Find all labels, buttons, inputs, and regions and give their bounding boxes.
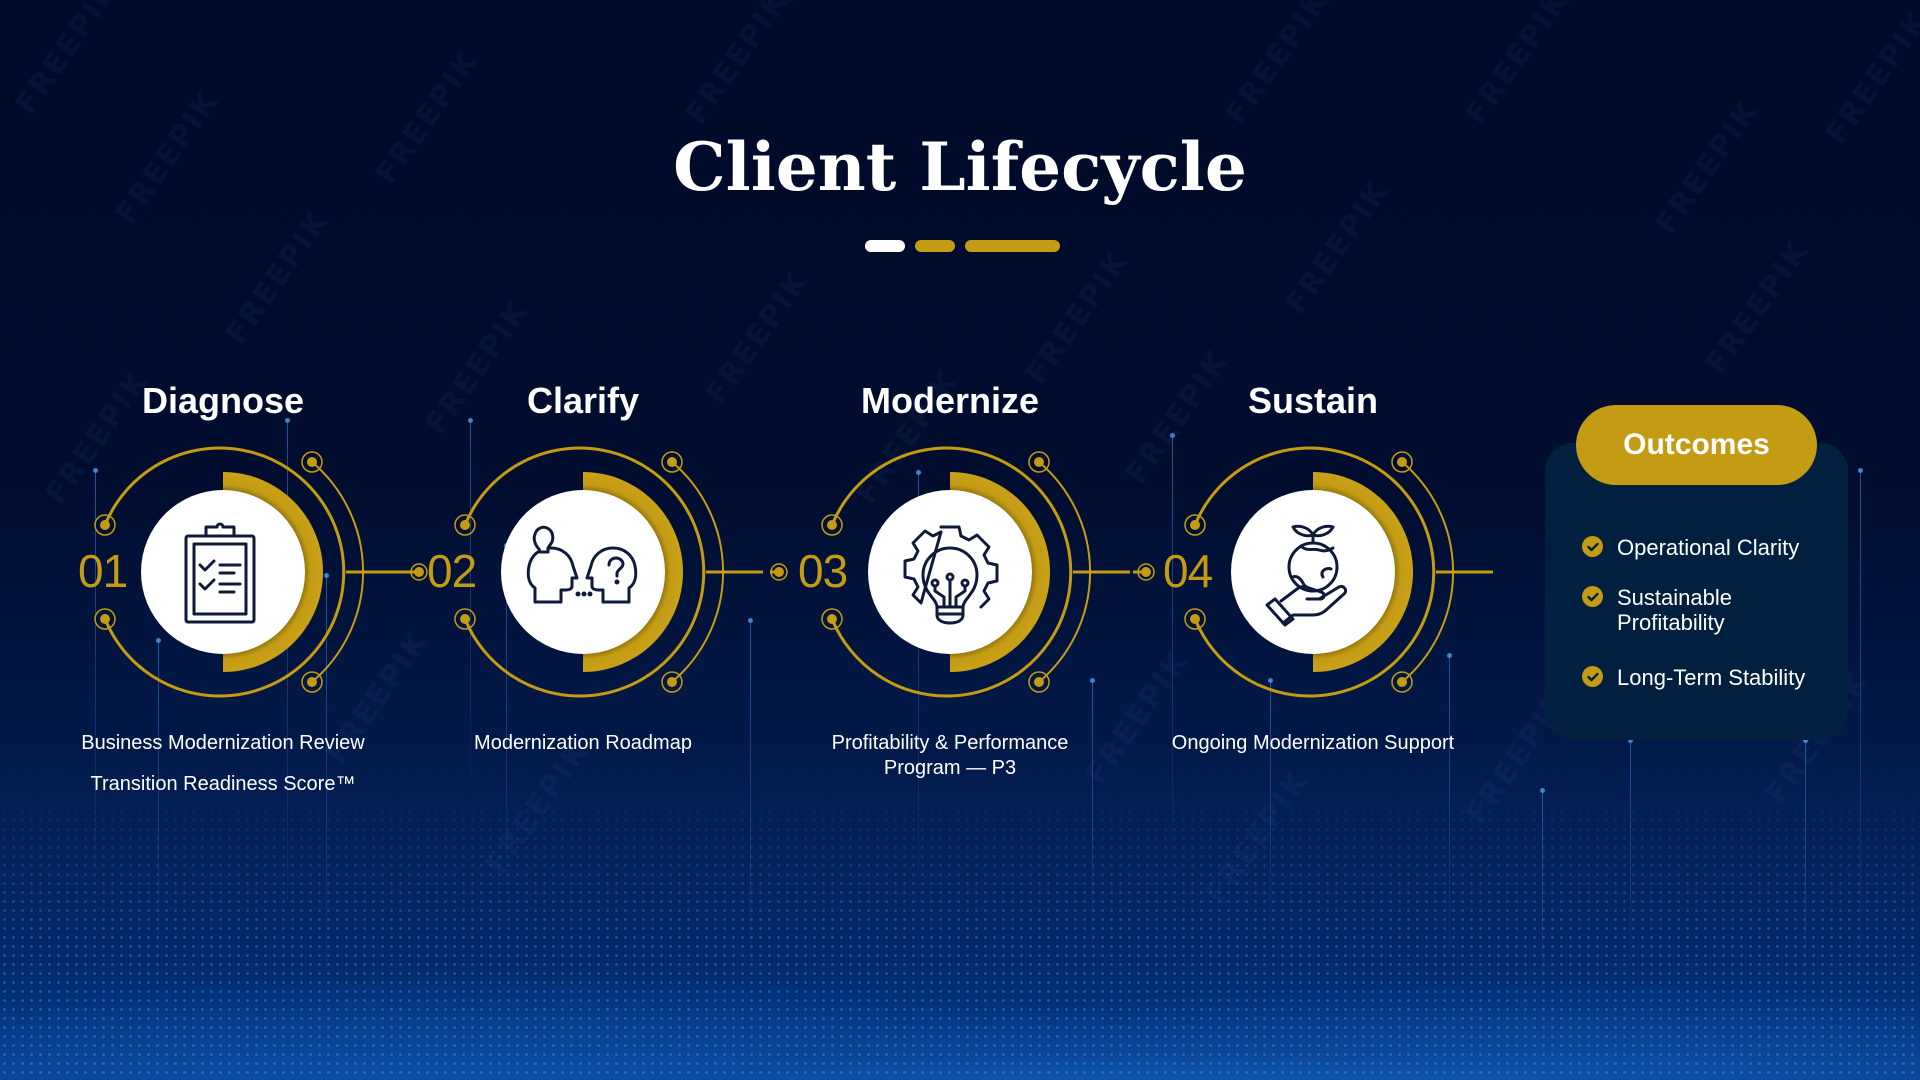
outcome-item: Operational Clarity [1582, 535, 1827, 560]
outcome-item: Long-Term Stability [1582, 665, 1827, 690]
step-ring-graphic [770, 446, 1130, 698]
step-number: 03 [798, 545, 848, 597]
step-heading: Modernize [860, 380, 1039, 421]
background-light-line [1540, 788, 1545, 990]
step-description: Business Modernization Review Transition… [43, 731, 403, 797]
step-ring-graphic [403, 446, 763, 698]
step-heading: Diagnose [141, 380, 305, 421]
title-accent-bars [865, 240, 1060, 252]
hand-holding-globe-sprout-icon [1265, 524, 1347, 627]
title-accent-bar-white [865, 240, 905, 252]
step-description: Modernization Roadmap [403, 731, 763, 756]
outcome-label: Operational Clarity [1617, 535, 1800, 560]
background-light-line [1858, 468, 1863, 970]
title-accent-bar-gold-long [965, 240, 1060, 252]
step-modernize: Modernize 03 Profitability & P [770, 0, 1130, 1080]
slide-title: Client Lifecycle [673, 128, 1247, 206]
step-description-line: Modernization Roadmap [474, 732, 692, 754]
gear-lightbulb-icon [903, 525, 999, 625]
step-ring-graphic [94, 446, 403, 698]
step-number: 02 [427, 545, 477, 597]
two-heads-idea-question-icon [526, 525, 638, 604]
step-clarify: Clarify 02 Modernization Roadmap [403, 0, 763, 1080]
background-light-line [1628, 738, 1633, 960]
step-diagnose: Diagnose 01 Business Modernization Revie… [43, 0, 403, 1080]
step-description-line: Profitability & Performance Program — P3 [831, 732, 1069, 779]
step-description: Profitability & Performance Program — P3 [810, 731, 1090, 781]
background-light-line [1803, 738, 1808, 980]
check-circle-icon [1582, 666, 1603, 687]
step-heading: Clarify [526, 380, 640, 421]
step-ring-graphic [1133, 446, 1493, 698]
step-description-line: Ongoing Modernization Support [1171, 732, 1455, 754]
outcomes-title: Outcomes [1576, 405, 1817, 485]
step-number: 01 [78, 545, 128, 597]
step-sustain: Sustain 04 [1133, 0, 1493, 1080]
outcome-item: Sustainable Profitability [1582, 585, 1757, 635]
check-circle-icon [1582, 586, 1603, 607]
outcome-label: Sustainable Profitability [1617, 585, 1732, 635]
outcome-label: Long-Term Stability [1617, 665, 1806, 690]
clipboard-checklist-icon [184, 522, 256, 624]
title-accent-bar-gold-short [915, 240, 955, 252]
step-number: 04 [1163, 545, 1213, 597]
step-description-line: Transition Readiness Score™ [90, 773, 356, 795]
watermark: FREEPIK [1698, 233, 1817, 382]
step-description: Ongoing Modernization Support [1133, 731, 1493, 756]
check-circle-icon [1582, 536, 1603, 557]
step-heading: Sustain [1247, 380, 1379, 421]
step-description-line: Business Modernization Review [81, 732, 365, 754]
